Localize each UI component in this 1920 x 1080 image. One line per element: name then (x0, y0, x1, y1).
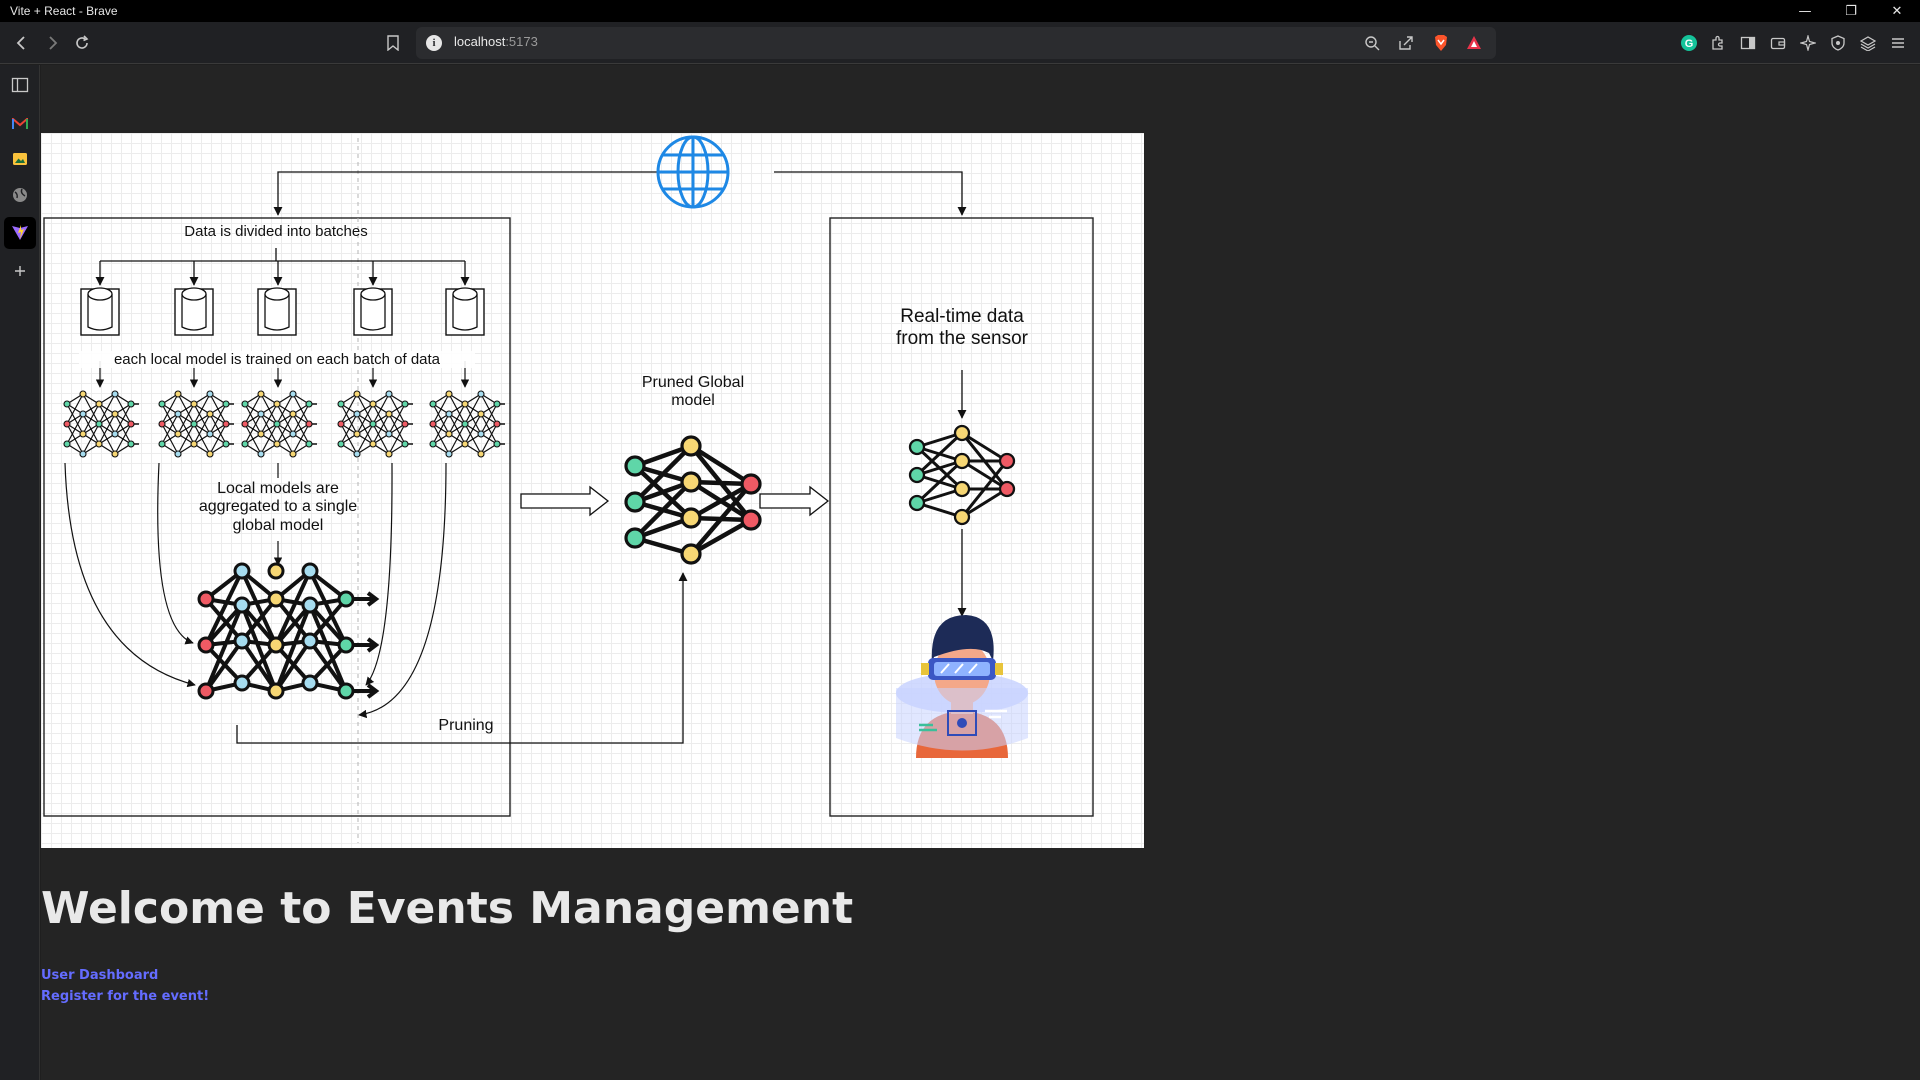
gmail-icon[interactable] (8, 112, 32, 136)
menu-icon[interactable] (1886, 31, 1910, 55)
window-title: Vite + React - Brave (10, 4, 118, 18)
sensor-model (908, 424, 1016, 526)
wallet-icon[interactable] (1766, 31, 1790, 55)
grammarly-icon[interactable]: G (1677, 31, 1701, 55)
aggregate-label: Local models are aggregated to a single … (178, 480, 378, 535)
web-icon[interactable] (8, 183, 32, 207)
register-event-link[interactable]: Register for the event! (41, 989, 210, 1004)
data-batch-4 (353, 287, 393, 336)
address-bar[interactable]: i localhost:5173 (416, 27, 1496, 59)
local-model-1 (63, 390, 140, 458)
pruned-label-line-1: Pruned Global (641, 374, 745, 391)
global-model (197, 562, 380, 700)
page-title: Welcome to Events Management (41, 883, 854, 934)
reload-icon[interactable] (70, 31, 94, 55)
local-training-label: each local model is trained on each batc… (79, 351, 475, 369)
close-button[interactable]: ✕ (1891, 3, 1903, 19)
sidebar-toggle-icon[interactable] (1736, 31, 1760, 55)
batches-label: Data is divided into batches (184, 223, 368, 240)
minimize-button[interactable]: — (1798, 3, 1812, 19)
local-model-2 (158, 390, 235, 458)
url-text[interactable]: localhost:5173 (454, 34, 538, 49)
local-model-5 (429, 390, 506, 458)
forward-icon[interactable] (40, 31, 64, 55)
user-dashboard-link[interactable]: User Dashboard (41, 968, 159, 983)
pruned-model (624, 435, 762, 565)
aggregate-label-line-2: aggregated to a single (198, 498, 358, 516)
pruned-label-line-2: model (671, 392, 715, 410)
pruning-label: Pruning (438, 717, 494, 734)
sensor-label: Real-time data from the sensor (867, 306, 1057, 350)
profile-icon[interactable] (1856, 31, 1880, 55)
aggregate-label-line-1: Local models are (217, 480, 339, 497)
page-content: Data is divided into batches each local … (41, 65, 1920, 1080)
window-controls: — ❐ ✕ (1782, 0, 1920, 22)
diagram-graphic (43, 135, 1094, 843)
brave-shields-icon[interactable] (1431, 33, 1451, 53)
sensor-label-line-1: Real-time data (900, 306, 1024, 327)
local-model-3 (241, 390, 318, 458)
vpn-icon[interactable] (1826, 31, 1850, 55)
restore-button[interactable]: ❐ (1845, 3, 1857, 19)
share-icon[interactable] (1396, 33, 1416, 53)
data-batch-3 (257, 287, 297, 336)
data-batch-2 (174, 287, 214, 336)
photos-icon[interactable] (8, 147, 32, 171)
local-model-4 (337, 390, 414, 458)
vite-app-icon[interactable] (4, 217, 36, 249)
leo-ai-icon[interactable] (1796, 31, 1820, 55)
aggregate-label-line-3: global model (232, 516, 324, 534)
federated-learning-diagram: Data is divided into batches each local … (41, 133, 1144, 848)
svg-text:G: G (1685, 38, 1694, 50)
pruned-model-label: Pruned Global model (628, 374, 758, 411)
sensor-label-line-2: from the sensor (896, 327, 1028, 349)
data-batch-1 (80, 287, 120, 336)
add-icon[interactable] (8, 259, 32, 283)
data-batch-5 (445, 287, 485, 336)
brave-rewards-icon[interactable] (1464, 33, 1484, 53)
extensions-icon[interactable] (1706, 31, 1730, 55)
browser-sidebar (0, 65, 40, 1080)
back-icon[interactable] (10, 31, 34, 55)
site-info-icon[interactable]: i (426, 35, 442, 51)
zoom-icon[interactable] (1362, 33, 1382, 53)
bookmark-icon[interactable] (381, 31, 405, 55)
vr-user-icon (896, 615, 1028, 758)
window-titlebar: Vite + React - Brave — ❐ ✕ (0, 0, 1920, 22)
globe-icon (656, 135, 730, 209)
sidebar-panel-icon[interactable] (8, 73, 32, 97)
browser-toolbar: i localhost:5173 G (0, 22, 1920, 64)
